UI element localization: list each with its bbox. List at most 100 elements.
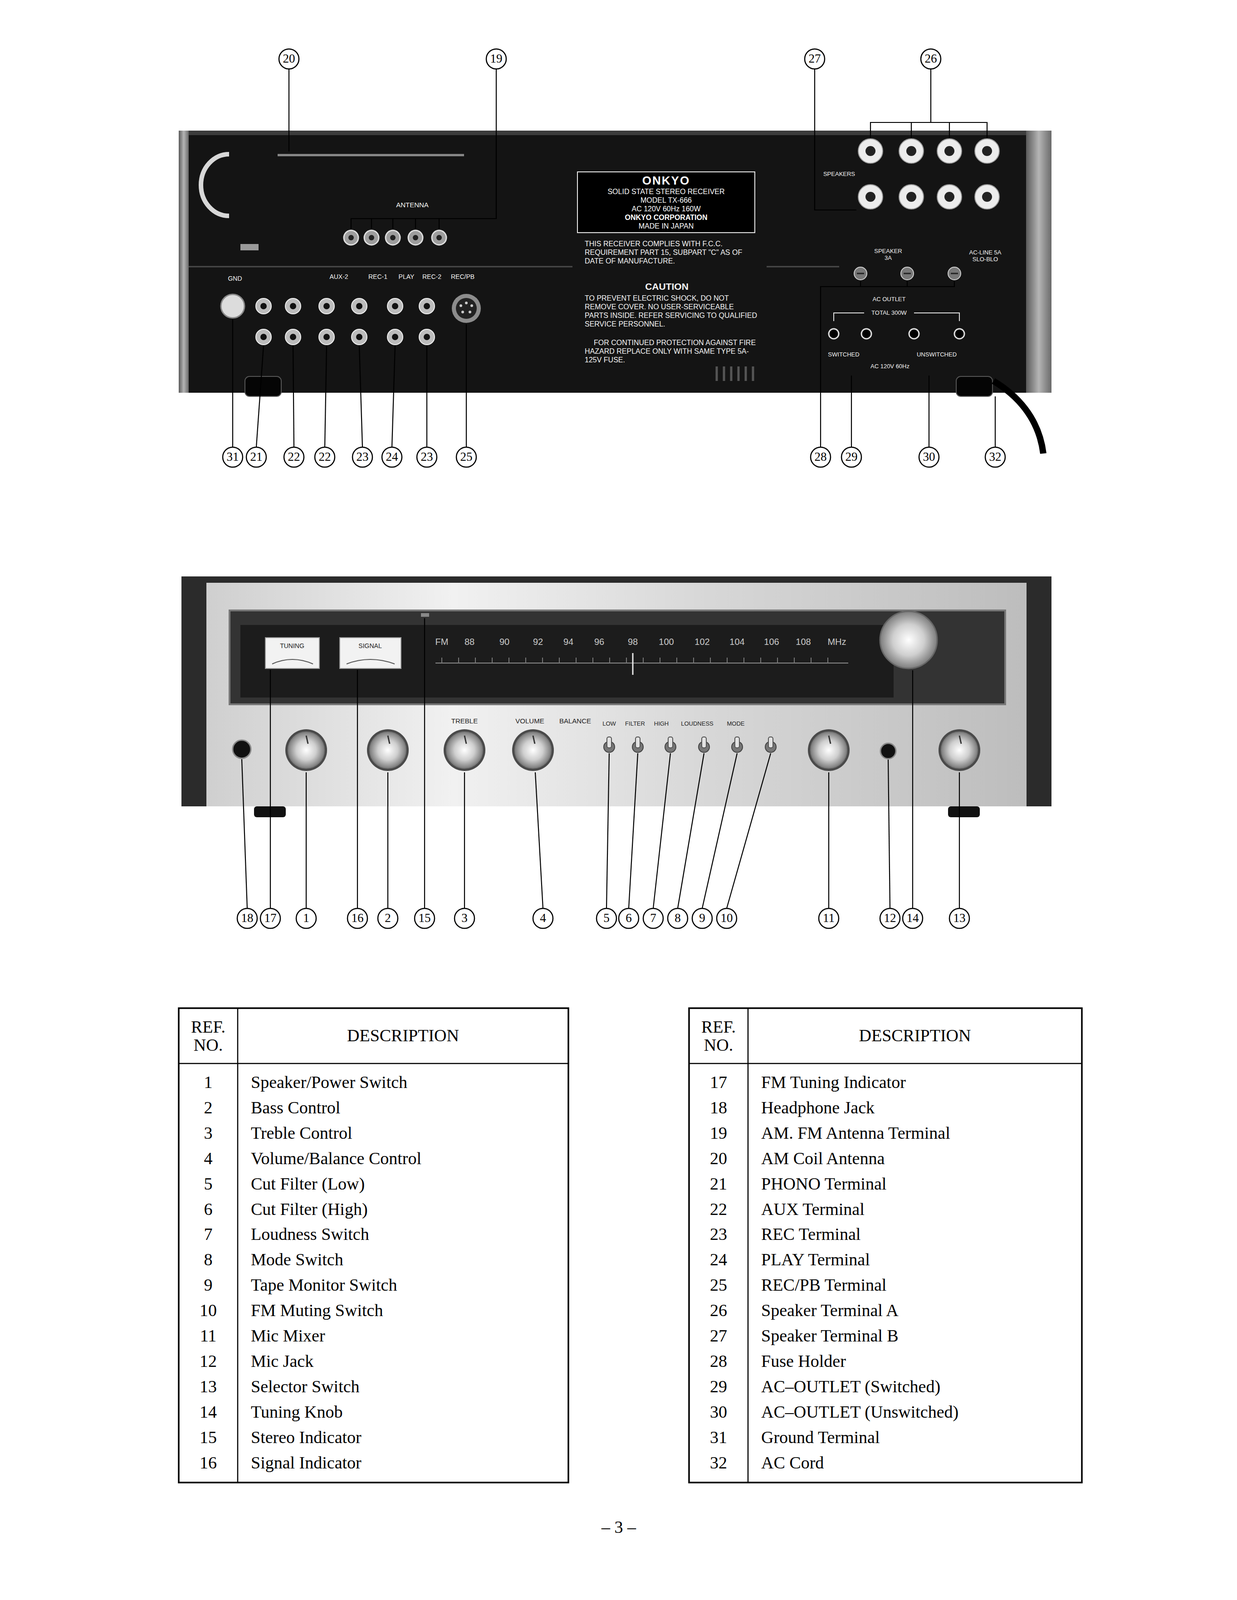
leader-line	[653, 753, 671, 909]
callout-circle	[667, 908, 688, 929]
table-cell: Signal Indicator	[250, 1453, 362, 1474]
heat-sink-fin	[737, 366, 740, 382]
table-border	[178, 1008, 569, 1483]
knob-pointer	[959, 735, 962, 744]
table-header: DESCRIPTION	[858, 1026, 971, 1047]
page-number: – 3 –	[601, 1517, 636, 1538]
panel-label: REC/PB	[450, 273, 475, 281]
rca-jack	[419, 298, 435, 314]
callout-number: 16	[351, 911, 364, 926]
antenna-screw	[348, 234, 354, 241]
speaker-terminal	[974, 138, 1000, 164]
dial-scale-number: FM	[435, 636, 449, 648]
dial-tick	[441, 657, 443, 664]
table-cell: FM Tuning Indicator	[761, 1072, 906, 1093]
leader-line	[814, 68, 857, 211]
leader-line	[351, 68, 497, 230]
plate-text: SOLID STATE STEREO RECEIVER	[581, 187, 751, 196]
plate-text: AC 120V 60Hz 160W	[581, 204, 751, 214]
table-cell: Speaker/Power Switch	[250, 1072, 408, 1093]
leader-line	[232, 319, 234, 448]
callout-number: 19	[490, 51, 503, 66]
control-label: LOUDNESS	[680, 720, 714, 728]
callout-number: 25	[460, 449, 473, 465]
outlet-bracket	[833, 312, 865, 322]
rca-jack	[318, 329, 335, 345]
rca-jack	[285, 298, 301, 314]
knob-pointer	[387, 735, 390, 744]
ac-outlet	[861, 328, 872, 339]
heat-sink-fin	[723, 366, 726, 382]
table-cell: 15	[199, 1427, 217, 1448]
table-rule	[747, 1008, 749, 1483]
callout-number: 18	[241, 911, 254, 926]
callout-circle	[377, 908, 398, 929]
control-knob	[514, 732, 552, 769]
plate-text: MADE IN JAPAN	[581, 221, 751, 231]
leader-line	[293, 345, 294, 448]
table-cell: 18	[709, 1098, 728, 1119]
callout-number: 4	[539, 911, 547, 926]
leader-line	[958, 772, 960, 909]
leader-line	[241, 759, 248, 909]
heat-sink-fin	[752, 366, 755, 382]
table-cell: AM Coil Antenna	[761, 1148, 885, 1169]
callout-number: 5	[603, 911, 610, 926]
headphone-jack	[232, 740, 251, 759]
panel-label: AC 120V 60Hz	[870, 363, 910, 371]
callout-circle	[596, 908, 617, 929]
dial-tick	[777, 657, 778, 664]
meter-label: SIGNAL	[358, 642, 382, 650]
leader-line	[305, 772, 307, 909]
table-cell: 3	[204, 1123, 213, 1144]
panel-label: UNSWITCHED	[916, 351, 957, 359]
speaker-terminal-hole	[906, 146, 917, 157]
control-knob	[288, 732, 325, 769]
table-border	[689, 1008, 1082, 1483]
callout-number: 26	[924, 51, 938, 66]
dial-scale-number: 94	[563, 636, 574, 648]
dial-tick	[810, 657, 812, 664]
table-cell: 32	[709, 1453, 728, 1474]
callout-number: 17	[264, 911, 277, 926]
callout-number: 23	[356, 449, 369, 465]
dial-tick	[726, 657, 728, 664]
fuse-holder	[948, 267, 961, 280]
dial-tick	[760, 657, 762, 664]
table-cell: 28	[709, 1351, 728, 1372]
dial-tick	[474, 657, 476, 664]
front-panel-photo	[181, 576, 1052, 818]
panel-label: SWITCHED	[827, 351, 860, 359]
table-cell: 27	[709, 1326, 728, 1347]
leader-line	[324, 345, 327, 448]
caution-heading: CAUTION	[645, 281, 689, 293]
dial-tick	[592, 657, 594, 664]
dial-tick	[558, 657, 560, 664]
meter-arc	[346, 659, 395, 665]
antenna-terminal	[431, 230, 447, 245]
panel-label: ANTENNA	[396, 200, 429, 209]
heat-sink-fin	[744, 366, 748, 382]
callout-number: 1	[303, 911, 310, 926]
plate-text: ONKYO CORPORATION	[581, 213, 751, 222]
leader-line	[860, 280, 861, 287]
callout-number: 6	[625, 911, 632, 926]
rca-jack-hole	[260, 303, 267, 310]
din-pin	[468, 310, 472, 314]
table-cell: Mode Switch	[250, 1250, 344, 1271]
rca-jack-hole	[323, 303, 330, 310]
panel-side-edge	[1026, 130, 1052, 393]
callout-circle	[810, 447, 831, 468]
panel-label: REC-2	[422, 273, 442, 281]
table-cell: Ground Terminal	[761, 1427, 881, 1448]
callout-circle	[486, 48, 507, 69]
din-pin	[461, 310, 465, 314]
table-cell: Volume/Balance Control	[250, 1148, 422, 1169]
panel-label: TOTAL 300W	[871, 309, 907, 317]
panel-label: SPEAKERS	[823, 171, 856, 178]
dial-tick	[609, 657, 611, 664]
callout-circle	[283, 447, 304, 468]
table-header: REF. NO.	[693, 1017, 744, 1055]
caution-note: TO PREVENT ELECTRIC SHOCK, DO NOT REMOVE…	[584, 293, 758, 329]
leader-line	[535, 772, 543, 909]
